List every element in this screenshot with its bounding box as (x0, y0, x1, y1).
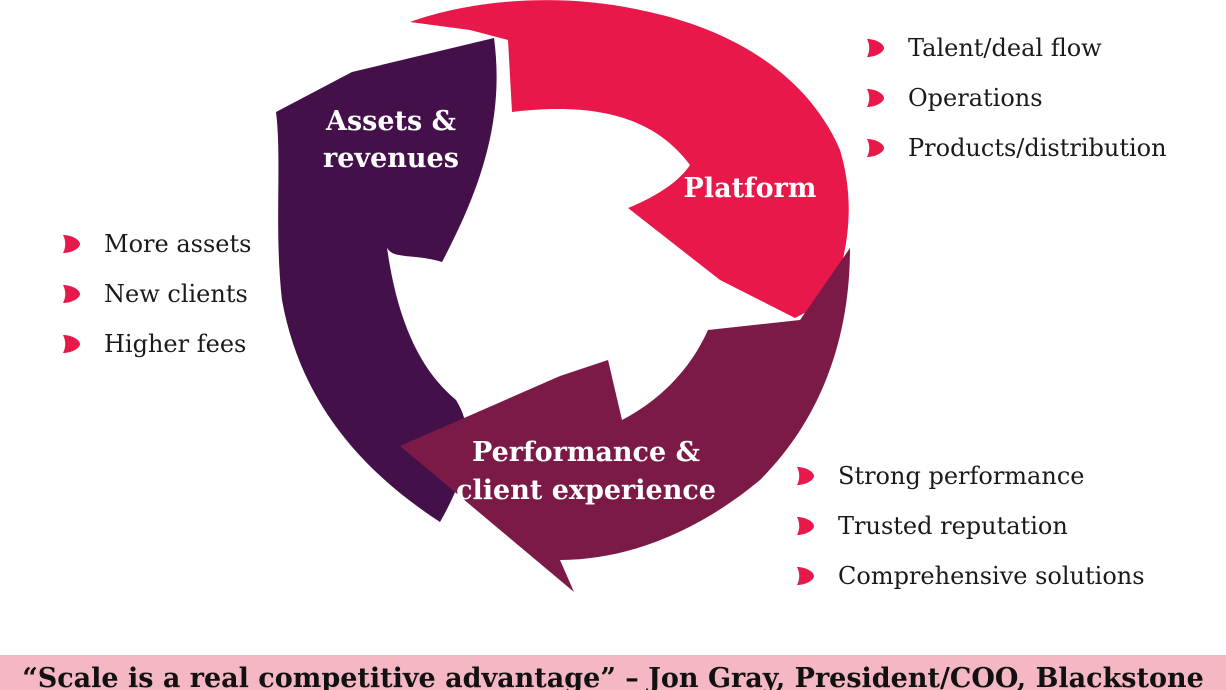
label-assets-line-2: revenues (323, 143, 459, 174)
list-item: Products/distribution (864, 123, 1167, 173)
arrowhead-bullet-icon (797, 517, 814, 535)
segment-platform (410, 0, 849, 318)
segment-assets-revenues (276, 38, 497, 522)
label-platform: Platform (684, 173, 817, 204)
arrowhead-bullet-icon (63, 235, 80, 253)
list-item: Strong performance (794, 451, 1145, 501)
segment-performance-client-experience (400, 248, 850, 592)
list-item: More assets (60, 219, 251, 269)
arrowhead-bullet-icon (797, 467, 814, 485)
list-item: Higher fees (60, 319, 251, 369)
bullet-text: Comprehensive solutions (838, 562, 1145, 590)
quote-banner: “Scale is a real competitive advantage” … (0, 655, 1226, 690)
platform-bullet-list: Talent/deal flow Operations Products/dis… (864, 23, 1167, 173)
list-item: Talent/deal flow (864, 23, 1167, 73)
assets-bullet-list: More assets New clients Higher fees (60, 219, 251, 369)
bullet-text: Strong performance (838, 462, 1085, 490)
arrowhead-bullet-icon (867, 39, 884, 57)
arrowhead-bullet-icon (63, 285, 80, 303)
bullet-text: More assets (104, 230, 252, 258)
list-item: Operations (864, 73, 1167, 123)
list-item: Comprehensive solutions (794, 551, 1145, 601)
arrowhead-bullet-icon (867, 139, 884, 157)
bullet-text: Operations (908, 84, 1043, 112)
list-item: New clients (60, 269, 251, 319)
bullet-text: Products/distribution (908, 134, 1167, 162)
bullet-text: Higher fees (104, 330, 247, 358)
list-item: Trusted reputation (794, 501, 1145, 551)
label-performance-line-1: Performance & (472, 437, 700, 468)
performance-bullet-list: Strong performance Trusted reputation Co… (794, 451, 1145, 601)
bullet-text: Trusted reputation (838, 512, 1068, 540)
label-performance-line-2: client experience (456, 475, 716, 506)
bullet-text: New clients (104, 280, 248, 308)
bullet-text: Talent/deal flow (908, 34, 1102, 62)
arrowhead-bullet-icon (797, 567, 814, 585)
arrowhead-bullet-icon (867, 89, 884, 107)
quote-text: “Scale is a real competitive advantage” … (22, 663, 1204, 690)
label-assets-line-1: Assets & (325, 106, 456, 137)
arrowhead-bullet-icon (63, 335, 80, 353)
